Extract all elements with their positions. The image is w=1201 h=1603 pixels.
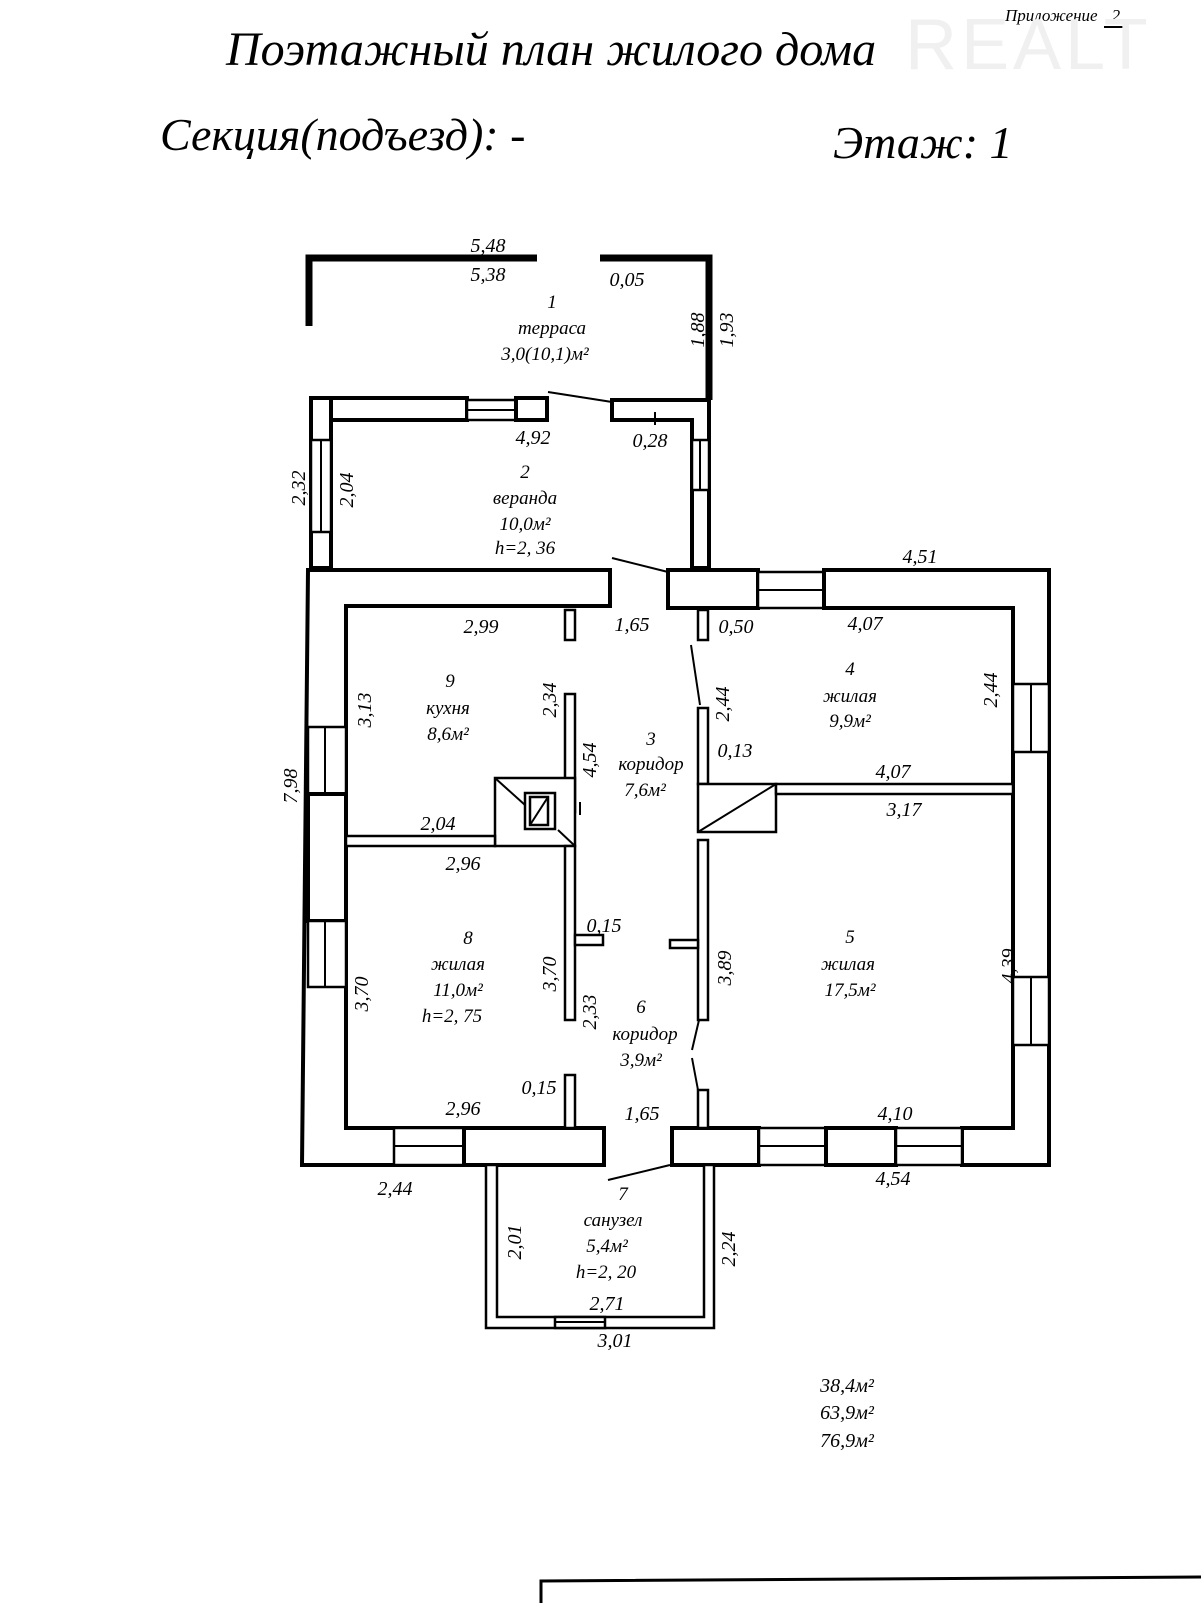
dimension: 2,33 <box>579 995 601 1030</box>
room-name: коридор <box>612 1024 677 1045</box>
dimension: 2,01 <box>504 1225 526 1260</box>
room-3-label: 3 коридор 7,6м² <box>618 729 683 801</box>
dimension: 3,70 <box>539 957 561 993</box>
room-area: 3,9м² <box>619 1050 662 1071</box>
total-area: 76,9м² <box>820 1430 875 1452</box>
room-2-label: 2 веранда 10,0м² h=2, 36 <box>493 462 557 559</box>
dimension: 3,17 <box>886 799 923 821</box>
dimension: 0,50 <box>719 616 754 638</box>
dimension: 2,04 <box>336 473 358 508</box>
room-number: 6 <box>636 997 646 1018</box>
room-name: жилая <box>823 686 877 707</box>
room-number: 7 <box>618 1184 629 1205</box>
total-area: 38,4м² <box>819 1375 875 1397</box>
dimension: 1,65 <box>625 1103 660 1125</box>
dimension: 4,39 <box>998 949 1020 984</box>
dimension: 4,07 <box>876 761 912 783</box>
dimension: 1,88 <box>687 313 709 348</box>
bathroom-walls <box>484 1163 716 1330</box>
dimension: 3,13 <box>354 693 376 729</box>
dimension: 3,70 <box>351 977 373 1013</box>
room-area: 7,6м² <box>624 780 666 801</box>
dimension-labels: 5,48 5,38 0,05 1,88 1,93 4,92 0,28 2,32 … <box>280 235 1020 1352</box>
house-walls <box>299 568 1051 1167</box>
terrace-walls <box>305 254 713 400</box>
dimension: 4,54 <box>579 743 601 778</box>
area-totals: 38,4м² 63,9м² 76,9м² <box>819 1375 875 1452</box>
room-name: санузел <box>584 1210 643 1231</box>
dimension: 4,51 <box>903 546 938 568</box>
room-area: 8,6м² <box>427 724 469 745</box>
dimension: 0,28 <box>633 430 668 452</box>
dimension: 4,92 <box>516 427 551 449</box>
dimension: 2,24 <box>718 1232 740 1267</box>
interior-walls <box>344 608 1015 1181</box>
dimension: 1,93 <box>716 313 738 348</box>
dimension: 2,32 <box>288 471 310 506</box>
dimension: 5,38 <box>471 264 506 286</box>
dimension: 4,10 <box>878 1103 913 1125</box>
room-height: h=2, 20 <box>576 1262 637 1283</box>
dimension: 2,96 <box>446 1098 481 1120</box>
room-name: веранда <box>493 488 557 509</box>
room-4-label: 4 жилая 9,9м² <box>823 659 877 732</box>
room-area: 9,9м² <box>829 711 871 732</box>
page-title: Поэтажный план жилого дома <box>226 23 877 76</box>
room-name: коридор <box>618 754 683 775</box>
appendix-number: 2 <box>1103 6 1129 28</box>
dimension: 0,15 <box>587 915 622 937</box>
room-name: терраса <box>518 318 586 339</box>
total-area: 63,9м² <box>820 1402 875 1424</box>
dimension: 5,48 <box>471 235 506 257</box>
dimension: 4,07 <box>848 613 884 635</box>
room-area: 11,0м² <box>433 980 483 1001</box>
veranda-walls <box>309 391 711 573</box>
room-area: 5,4м² <box>586 1236 628 1257</box>
section-label: Секция(подъезд): - <box>160 109 526 160</box>
floor-label: Этаж: 1 <box>833 117 1013 168</box>
dimension: 2,71 <box>590 1293 625 1315</box>
room-number: 9 <box>445 671 455 692</box>
room-area: 10,0м² <box>499 514 550 535</box>
room-height: h=2, 36 <box>495 538 556 559</box>
dimension: 2,34 <box>539 683 561 718</box>
realt-watermark: REALT <box>905 5 1152 85</box>
dimension: 3,89 <box>714 951 736 987</box>
room-height: h=2, 75 <box>422 1006 482 1027</box>
room-6-label: 6 коридор 3,9м² <box>612 997 677 1071</box>
room-8-label: 8 жилая 11,0м² h=2, 75 <box>422 928 485 1027</box>
appendix-text: Приложение <box>1005 6 1098 25</box>
dimension: 0,13 <box>718 740 753 762</box>
stamp-frame <box>539 1575 1201 1603</box>
room-1-label: 1 терраса 3,0(10,1)м² <box>500 292 589 365</box>
dimension: 2,44 <box>980 673 1002 708</box>
room-name: кухня <box>426 698 470 719</box>
appendix-label: Приложение 2 <box>1005 6 1129 28</box>
dimension: 2,99 <box>464 616 499 638</box>
dimension: 7,98 <box>280 769 302 804</box>
room-number: 8 <box>463 928 473 949</box>
dimension: 1,65 <box>615 614 650 636</box>
dimension: 2,44 <box>712 687 734 722</box>
room-7-label: 7 санузел 5,4м² h=2, 20 <box>576 1184 643 1283</box>
dimension: 0,15 <box>522 1077 557 1099</box>
room-number: 1 <box>547 292 557 313</box>
room-number: 4 <box>845 659 855 680</box>
dimension: 3,01 <box>597 1330 633 1352</box>
room-number: 5 <box>845 927 855 948</box>
room-name: жилая <box>821 954 875 975</box>
dimension: 2,44 <box>378 1178 413 1200</box>
room-9-label: 9 кухня 8,6м² <box>426 671 470 745</box>
dimension: 0,05 <box>610 269 645 291</box>
room-5-label: 5 жилая 17,5м² <box>821 927 876 1001</box>
room-area: 17,5м² <box>824 980 875 1001</box>
dimension: 2,96 <box>446 853 481 875</box>
dimension: 2,04 <box>421 813 456 835</box>
room-number: 2 <box>520 462 530 483</box>
room-name: жилая <box>431 954 485 975</box>
room-number: 3 <box>645 729 656 750</box>
room-area: 3,0(10,1)м² <box>500 344 589 365</box>
dimension: 4,54 <box>876 1168 911 1190</box>
